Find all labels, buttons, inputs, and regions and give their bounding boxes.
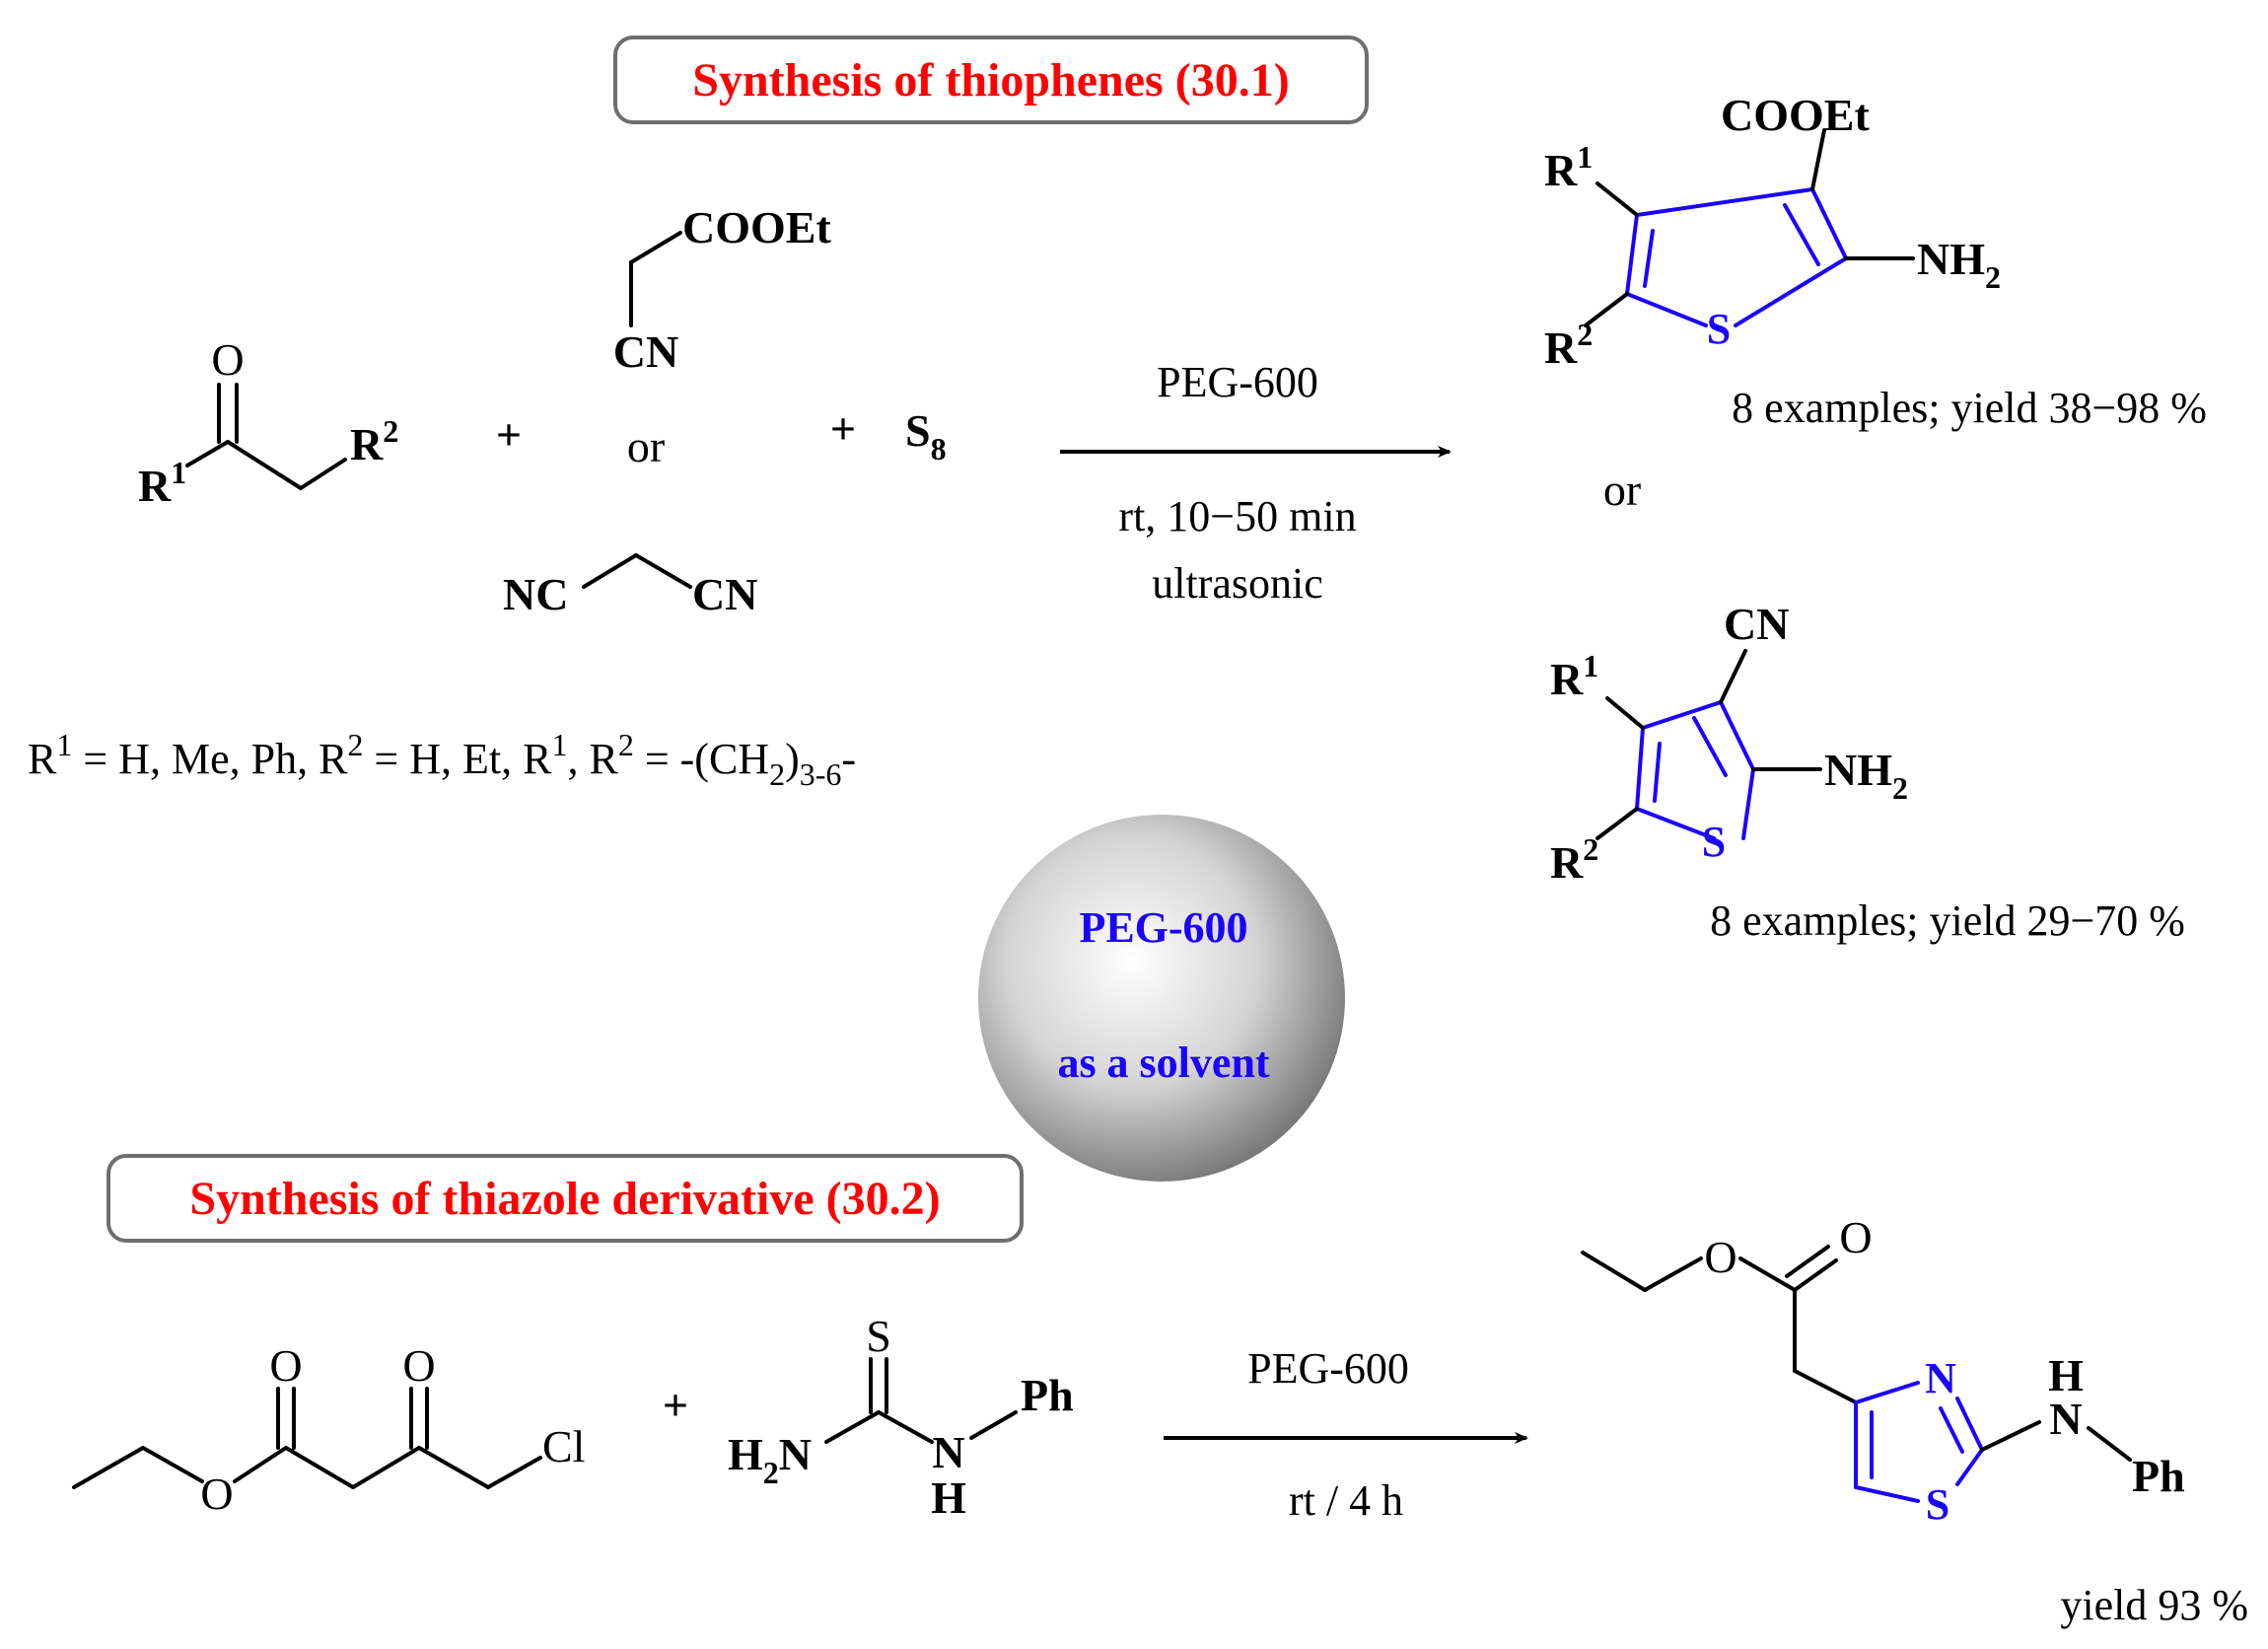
ketoester-ester-oxygen: O xyxy=(200,1469,233,1519)
product2-cn: CN xyxy=(1724,599,1789,649)
ketoester-carbonyl1-oxygen: O xyxy=(269,1340,302,1391)
product2-nh2: NH2 xyxy=(1824,745,1908,806)
thiazole-nitrogen: N xyxy=(1925,1354,1956,1402)
thiophene1-sulfur: S xyxy=(1707,305,1731,353)
thiazole-title: Synthesis of thiazole derivative (30.2) xyxy=(189,1173,940,1225)
product1-r2: R2 xyxy=(1544,317,1593,373)
product1-cooet: COOEt xyxy=(1721,90,1870,140)
malononitrile: NC CN xyxy=(503,553,757,619)
plus-sign-1: + xyxy=(496,409,522,460)
thiourea-hydrogen: H xyxy=(931,1472,966,1523)
ketone-r1: R1 xyxy=(138,455,186,511)
bottom-reagent-label: PEG-600 xyxy=(1247,1344,1409,1393)
thiazole-product: O O N S H N Ph xyxy=(1581,1212,2185,1529)
thiophene2-sulfur: S xyxy=(1702,818,1726,866)
product1-nh2: NH2 xyxy=(1917,234,2001,295)
plus-sign-2: + xyxy=(830,403,856,454)
amine-hydrogen: H xyxy=(2048,1350,2084,1400)
product2-r1: R1 xyxy=(1550,648,1598,704)
malononitrile-cn: CN xyxy=(692,569,757,619)
ketone-oxygen: O xyxy=(211,334,244,385)
product2-r2: R2 xyxy=(1550,831,1598,888)
ketoester-chlorine: Cl xyxy=(542,1421,585,1471)
thiourea-sulfur: S xyxy=(866,1311,891,1361)
top-reagent-label: PEG-600 xyxy=(1157,358,1318,406)
ketoester-carbonyl2-oxygen: O xyxy=(402,1340,435,1391)
thiophene-title-box xyxy=(613,36,1369,124)
amine-phenyl: Ph xyxy=(2132,1451,2185,1501)
ethyl-chloroacetoacetate: O O O Cl xyxy=(72,1340,585,1519)
ketone-r2: R2 xyxy=(350,413,398,469)
plus-sign-3: + xyxy=(663,1380,688,1430)
amine-nitrogen: N xyxy=(2049,1394,2082,1444)
thiophene-ester-product: S COOEt R1 R2 NH2 xyxy=(1544,90,2001,373)
product2-yield: 8 examples; yield 29−70 % xyxy=(1710,896,2185,945)
phenylthiourea: S H2N N H Ph xyxy=(728,1311,1074,1523)
or-reagent: or xyxy=(627,421,665,471)
thiophene-title: Synthesis of thiophenes (30.1) xyxy=(692,54,1289,107)
thiourea-nitrogen: N xyxy=(932,1427,964,1477)
product1-yield: 8 examples; yield 38−98 % xyxy=(1732,384,2207,432)
product1-r1: R1 xyxy=(1544,139,1593,195)
thiazole-title-box xyxy=(106,1154,1024,1243)
cyanoester-cooet: COOEt xyxy=(682,202,831,252)
malononitrile-nc: NC xyxy=(503,569,568,619)
thiophene-nitrile-product: S CN R1 R2 NH2 xyxy=(1550,599,1908,888)
ketone-structure: O R1 R2 xyxy=(138,334,398,511)
product-ester-oxygen: O xyxy=(1704,1232,1736,1282)
solvent-sphere xyxy=(978,815,1345,1182)
top-condition-line2: ultrasonic xyxy=(1152,559,1323,608)
thiazole-sulfur: S xyxy=(1926,1480,1949,1529)
thiazole-yield: yield 93 % xyxy=(2060,1581,2248,1629)
substituent-definition: R1 = H, Me, Ph, R2 = H, Et, R1, R2 = -(C… xyxy=(28,727,856,792)
top-condition-line1: rt, 10−50 min xyxy=(1118,492,1356,540)
product-carbonyl-oxygen: O xyxy=(1839,1212,1872,1262)
sphere-line2: as a solvent xyxy=(1057,1039,1269,1087)
thiourea-h2n: H2N xyxy=(728,1429,812,1490)
sphere-line1: PEG-600 xyxy=(1079,903,1247,952)
cyanoester-cn: CN xyxy=(613,326,678,377)
or-products: or xyxy=(1603,465,1641,515)
thiourea-phenyl: Ph xyxy=(1021,1370,1074,1420)
sulfur-s8: S8 xyxy=(905,405,947,466)
ethyl-cyanoacetate: COOEt CN xyxy=(613,202,832,377)
bottom-condition: rt / 4 h xyxy=(1289,1476,1403,1525)
